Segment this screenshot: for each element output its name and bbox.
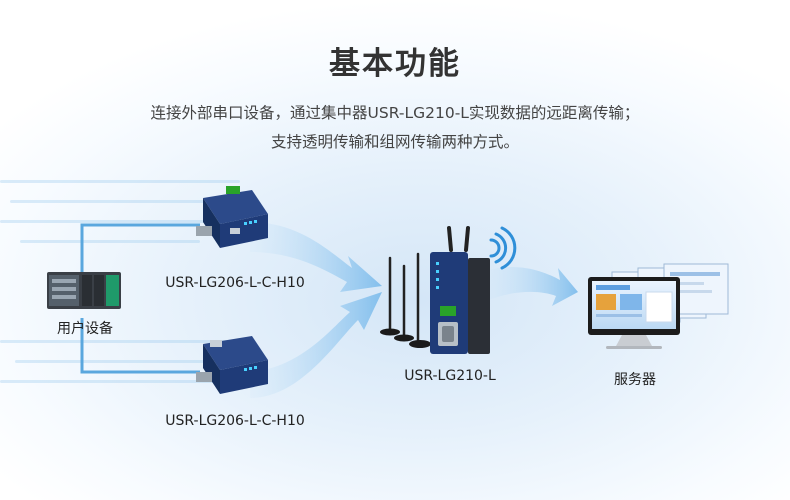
node-top-device-icon — [196, 186, 268, 248]
wireless-signal-icon — [489, 226, 517, 270]
node-bottom-label: USR-LG206-L-C-H10 — [165, 413, 305, 429]
concentrator-label: USR-LG210-L — [404, 368, 496, 384]
node-top-label: USR-LG206-L-C-H10 — [165, 275, 305, 291]
arrow-concentrator-to-server — [488, 267, 578, 306]
server-label: 服务器 — [614, 372, 656, 388]
node-bottom-device-icon — [196, 336, 268, 394]
user-device-label: 用户设备 — [57, 321, 113, 337]
description-line-1: 连接外部串口设备，通过集中器USR-LG210-L实现数据的远距离传输； — [150, 104, 640, 122]
description-line-2: 支持透明传输和组网传输两种方式。 — [270, 133, 519, 151]
antenna-icon — [388, 252, 420, 344]
server-monitor-icon — [588, 277, 680, 349]
page-title: 基本功能 — [329, 46, 461, 82]
link-line-top — [80, 223, 200, 272]
arrow-bottom-to-concentrator — [250, 292, 382, 398]
antenna-base-icon — [380, 328, 431, 348]
concentrator-device-icon — [430, 226, 490, 354]
user-device-icon — [47, 272, 121, 309]
arrow-top-to-concentrator — [250, 222, 382, 292]
link-line-bottom — [80, 318, 200, 374]
background-pattern — [0, 180, 260, 383]
